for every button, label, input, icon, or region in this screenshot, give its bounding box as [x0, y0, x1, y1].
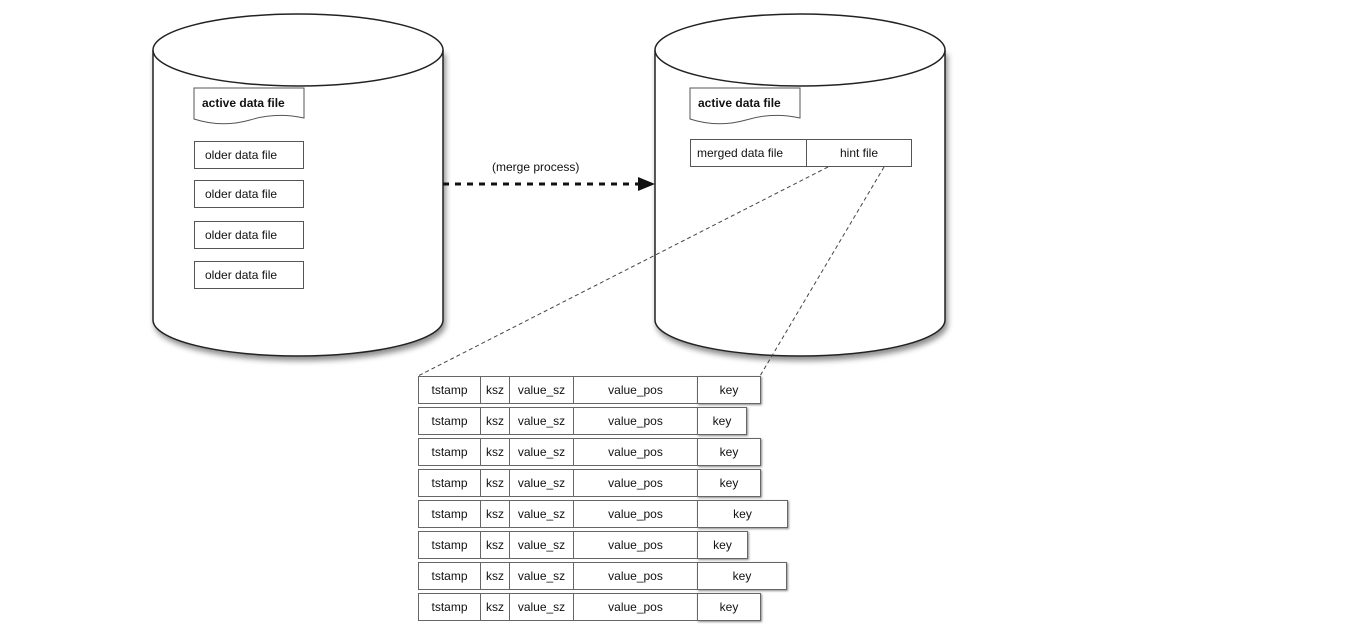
value-pos-cell: value_pos — [573, 531, 698, 559]
value-pos-cell: value_pos — [573, 469, 698, 497]
tstamp-cell: tstamp — [418, 376, 481, 404]
value-pos-cell: value_pos — [573, 438, 698, 466]
value-pos-cell: value_pos — [573, 500, 698, 528]
right-active-data-file: active data file — [698, 96, 781, 110]
key-cell: key — [697, 469, 761, 497]
tstamp-cell: tstamp — [418, 531, 481, 559]
value-pos-cell: value_pos — [573, 407, 698, 435]
key-cell: key — [697, 438, 761, 466]
right-active-file-shape — [689, 87, 801, 125]
older-data-file: older data file — [194, 180, 304, 208]
hint-connector-lines — [417, 166, 885, 377]
merge-process-label: (merge process) — [492, 160, 580, 174]
key-cell: key — [697, 500, 788, 528]
key-cell: key — [697, 593, 761, 621]
tstamp-cell: tstamp — [418, 469, 481, 497]
tstamp-cell: tstamp — [418, 562, 481, 590]
ksz-cell: ksz — [480, 376, 510, 404]
ksz-cell: ksz — [480, 593, 510, 621]
merged-data-file: merged data file — [690, 139, 807, 167]
key-cell: key — [697, 562, 787, 590]
ksz-cell: ksz — [480, 469, 510, 497]
key-cell: key — [697, 407, 747, 435]
ksz-cell: ksz — [480, 500, 510, 528]
value-sz-cell: value_sz — [509, 531, 574, 559]
ksz-cell: ksz — [480, 407, 510, 435]
right-cylinder — [654, 13, 946, 357]
value-sz-cell: value_sz — [509, 469, 574, 497]
left-active-file-shape — [193, 87, 305, 125]
value-sz-cell: value_sz — [509, 500, 574, 528]
ksz-cell: ksz — [480, 562, 510, 590]
value-sz-cell: value_sz — [509, 376, 574, 404]
tstamp-cell: tstamp — [418, 407, 481, 435]
ksz-cell: ksz — [480, 438, 510, 466]
key-cell: key — [697, 531, 748, 559]
value-sz-cell: value_sz — [509, 438, 574, 466]
value-pos-cell: value_pos — [573, 593, 698, 621]
hint-file: hint file — [806, 139, 912, 167]
tstamp-cell: tstamp — [418, 593, 481, 621]
value-sz-cell: value_sz — [509, 593, 574, 621]
value-sz-cell: value_sz — [509, 562, 574, 590]
value-pos-cell: value_pos — [573, 376, 698, 404]
older-data-file: older data file — [194, 221, 304, 249]
older-data-file: older data file — [194, 141, 304, 169]
key-cell: key — [697, 376, 761, 404]
tstamp-cell: tstamp — [418, 500, 481, 528]
ksz-cell: ksz — [480, 531, 510, 559]
merge-arrow — [443, 177, 655, 191]
older-data-file: older data file — [194, 261, 304, 289]
left-active-data-file: active data file — [202, 96, 285, 110]
value-pos-cell: value_pos — [573, 562, 698, 590]
tstamp-cell: tstamp — [418, 438, 481, 466]
value-sz-cell: value_sz — [509, 407, 574, 435]
